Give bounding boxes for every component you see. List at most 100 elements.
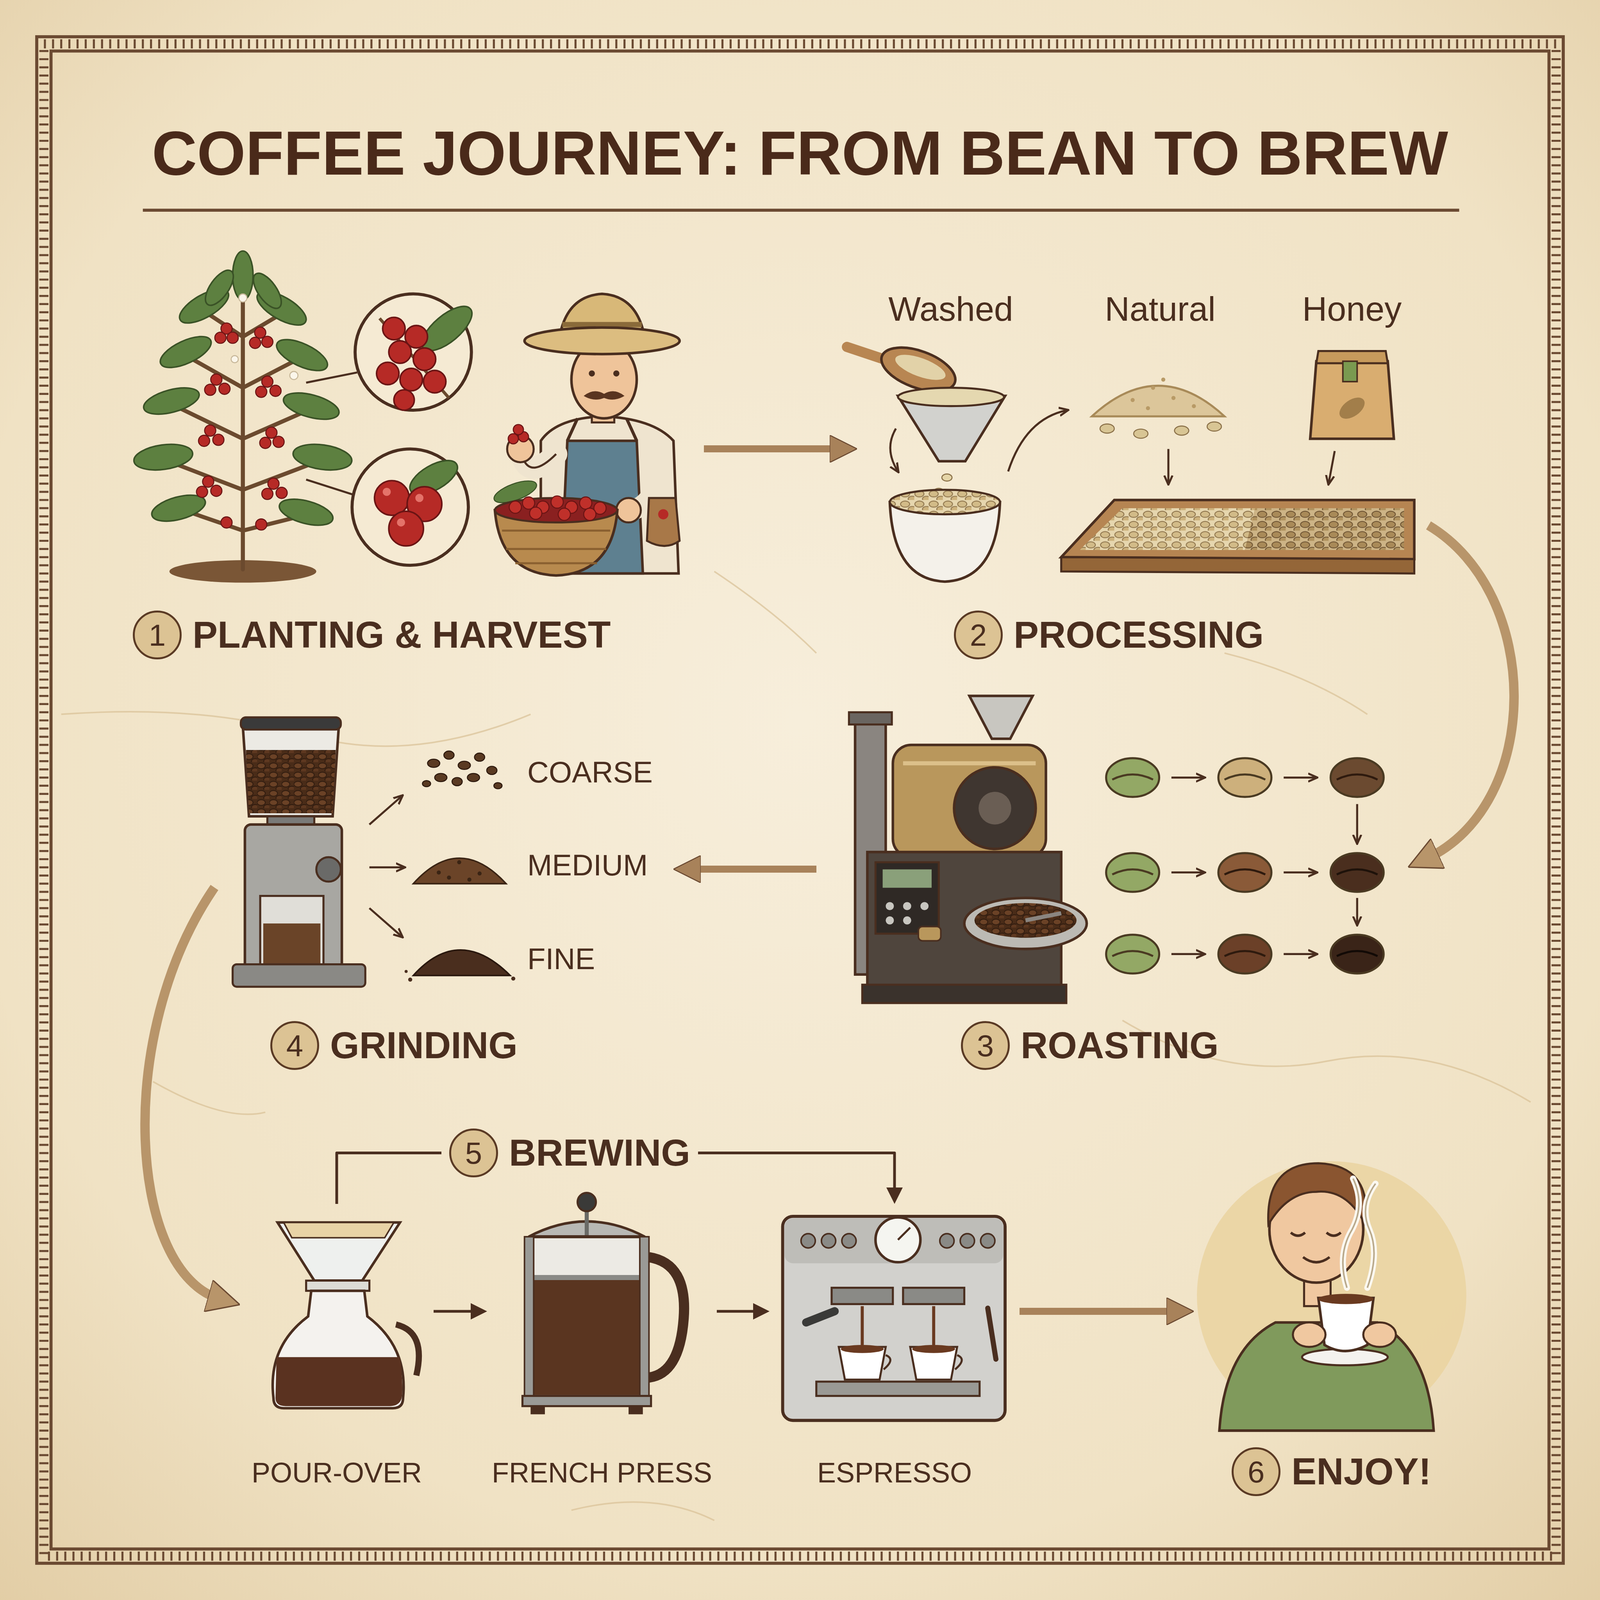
coffee-plant (291, 441, 354, 474)
zoom-circles (306, 372, 358, 495)
roaster (885, 916, 894, 925)
french-press (639, 1236, 650, 1400)
roast-levels (1106, 758, 1384, 974)
espresso-machine (782, 1216, 1006, 1421)
coffee-plant (202, 476, 215, 488)
french-press (524, 1236, 534, 1400)
roaster (875, 862, 939, 934)
processing-tools (1100, 421, 1222, 439)
coffee-plant (272, 333, 332, 377)
processing-tools (1167, 448, 1170, 484)
zoom-circles (382, 317, 406, 340)
roaster (862, 984, 1067, 1004)
roast-levels (1218, 853, 1272, 892)
label-box: Natural (1104, 289, 1216, 329)
farmer (509, 501, 522, 514)
coffee-plant (198, 435, 210, 447)
coffee-plant (141, 382, 202, 420)
pour-over (396, 1324, 420, 1376)
coffee-plant (238, 293, 247, 302)
farmer (524, 327, 680, 355)
roaster (903, 901, 912, 911)
roast-levels (1283, 953, 1317, 956)
processing-tools (892, 349, 949, 386)
grinder (242, 726, 340, 817)
roast-levels (1283, 871, 1317, 874)
roast-levels (1218, 853, 1272, 892)
roast-levels (1106, 853, 1160, 892)
label-row: 6ENJOY! (1231, 1447, 1431, 1497)
processing-tools (1191, 403, 1196, 408)
farmer (551, 496, 564, 509)
french-press (533, 1275, 640, 1281)
coffee-plant (249, 337, 261, 349)
stage-title: ROASTING (1020, 1023, 1219, 1067)
grinder (263, 923, 321, 965)
processing-tools (1130, 398, 1135, 402)
flow-arrow (336, 1153, 442, 1205)
coffee-drinker (1290, 1232, 1341, 1236)
processing-tools (1310, 361, 1394, 440)
roaster (903, 916, 912, 925)
grinder (232, 964, 366, 987)
diagram-title: COFFEE JOURNEY: FROM BEAN TO BREW (151, 117, 1449, 188)
roast-levels (1224, 774, 1266, 780)
roast-levels (1224, 951, 1266, 957)
zoom-circles (415, 493, 424, 502)
frame (43, 43, 1556, 1556)
roaster (892, 744, 1047, 858)
grinder (316, 857, 342, 882)
zoom-circles (374, 480, 410, 516)
zoom-circles (374, 480, 442, 546)
roast-levels (1112, 869, 1153, 875)
zoom-circles (376, 362, 399, 385)
roaster (974, 903, 1077, 938)
roaster (969, 696, 1033, 740)
pour-over (277, 1222, 400, 1281)
grind-size: FINE (527, 942, 595, 976)
grinder (369, 796, 405, 937)
coffee-plant (259, 437, 272, 449)
farmer (658, 509, 669, 520)
roast-levels (1106, 934, 1160, 974)
coffee-drinker (1342, 1178, 1376, 1288)
coffee-plant (214, 332, 227, 344)
espresso-machine (912, 1344, 956, 1354)
espresso-machine (782, 1216, 1006, 1421)
roast-levels (1330, 758, 1384, 797)
french-press (530, 1236, 643, 1399)
farmer (508, 433, 519, 444)
coffee-plant (132, 251, 354, 583)
coffee-plant (273, 436, 285, 448)
step-number: 3 (960, 1021, 1010, 1070)
farmer (509, 496, 607, 521)
roast-levels (1112, 774, 1153, 780)
coffee-plant (168, 290, 319, 570)
roast-levels (1218, 758, 1272, 797)
grinder (493, 782, 502, 790)
grinder (408, 977, 413, 982)
grinder (422, 780, 431, 787)
coffee-plant (261, 336, 274, 348)
french-press (577, 1192, 597, 1212)
farmer (583, 508, 596, 521)
roast-levels (1356, 803, 1359, 843)
coffee-plant (196, 486, 208, 498)
stage-region: 1PLANTING & HARVEST (127, 285, 704, 664)
zoom-circles (388, 511, 424, 547)
espresso-machine (955, 1355, 962, 1370)
espresso-machine (831, 1287, 893, 1305)
method-label: FRENCH PRESS (491, 1456, 713, 1490)
espresso-machine (816, 1381, 980, 1397)
stage-title: PLANTING & HARVEST (192, 613, 611, 657)
roaster (1025, 913, 1061, 921)
roaster (953, 767, 1036, 849)
process-method: Honey (1302, 289, 1402, 329)
zoom-circles (382, 487, 424, 527)
zoom-circles (351, 448, 469, 566)
roast-levels (1218, 758, 1272, 797)
roast-levels (1330, 853, 1384, 892)
label-row: POUR-OVER (251, 1456, 422, 1490)
